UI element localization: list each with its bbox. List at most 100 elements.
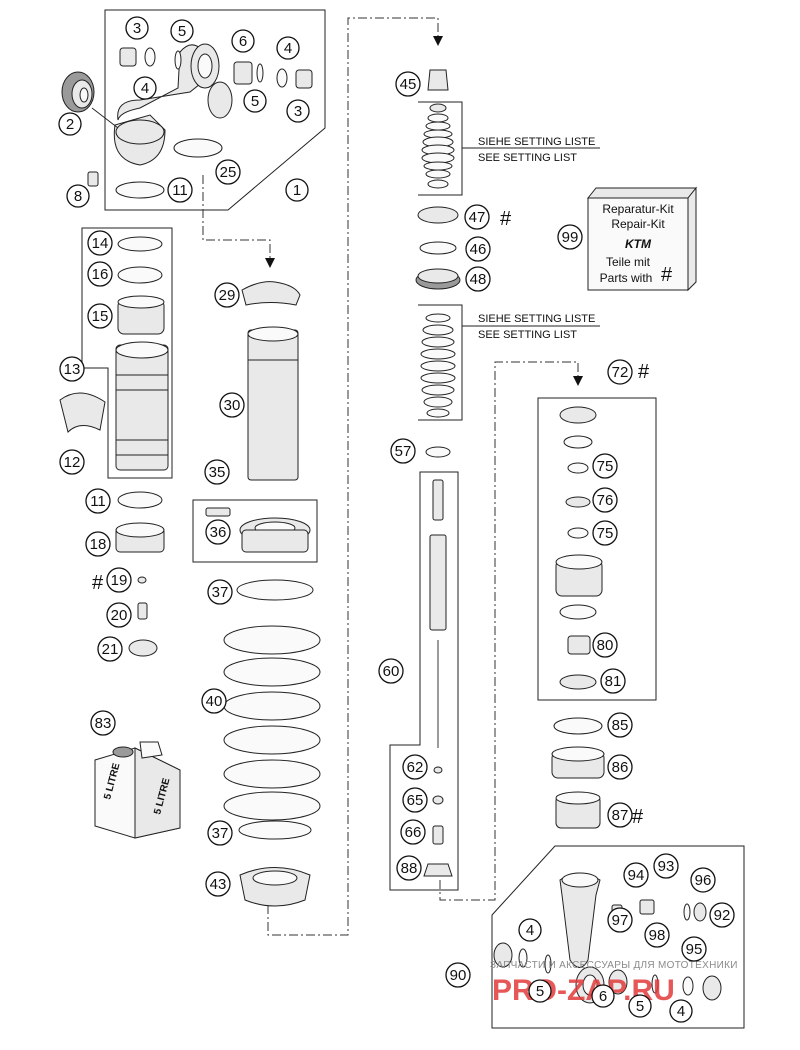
- callout-20: 20: [106, 602, 132, 628]
- callout-circle: [205, 519, 231, 545]
- callout-circle: [557, 224, 583, 250]
- callout-number: 5: [536, 983, 544, 1000]
- callout-number: 65: [407, 792, 424, 809]
- callout-number: 36: [210, 524, 227, 541]
- callout-83: 83: [90, 710, 116, 736]
- connector-main: [267, 17, 439, 936]
- callout-86: 86: [607, 754, 633, 780]
- callout-93: 93: [653, 853, 679, 879]
- callout-circle: [396, 855, 422, 881]
- callout-number: 19: [111, 572, 128, 589]
- repair-kit-brand-logo: KTM: [625, 237, 652, 251]
- callout-number: 90: [450, 967, 467, 984]
- callout-number: 3: [133, 20, 141, 37]
- callout-13: 13: [59, 356, 85, 382]
- callout-92: 92: [709, 902, 735, 928]
- repair-kit-line1: Reparatur-Kit: [602, 202, 674, 216]
- callout-number: 86: [612, 759, 629, 776]
- callout-number: 6: [239, 33, 247, 50]
- callout-number: 4: [141, 80, 149, 97]
- callout-96: 96: [690, 867, 716, 893]
- repair-kit-hash: #: [661, 264, 673, 286]
- callout-15: 15: [87, 303, 113, 329]
- callout-98: 98: [644, 922, 670, 948]
- callout-14: 14: [87, 230, 113, 256]
- callout-circle: [644, 922, 670, 948]
- callout-circle: [669, 999, 693, 1023]
- callout-number: 46: [470, 241, 487, 258]
- callout-11: 11: [85, 488, 111, 514]
- callout-36: 36: [205, 519, 231, 545]
- callout-circle: [215, 159, 241, 185]
- setting-note-upper-de: SIEHE SETTING LISTE: [478, 136, 595, 148]
- callout-6: 6: [591, 984, 615, 1008]
- callout-87: 87: [607, 802, 633, 828]
- callout-circle: [592, 487, 618, 513]
- hash-47: #: [500, 208, 512, 230]
- callout-circle: [106, 567, 132, 593]
- callout-19: 19: [106, 567, 132, 593]
- setting-note-lower-de: SIEHE SETTING LISTE: [478, 313, 595, 325]
- callout-88: 88: [396, 855, 422, 881]
- callout-number: 60: [383, 663, 400, 680]
- callout-circle: [607, 712, 633, 738]
- callout-circle: [125, 16, 149, 40]
- callout-60: 60: [378, 658, 404, 684]
- callout-12: 12: [59, 449, 85, 475]
- callout-circle: [219, 392, 245, 418]
- callout-number: 25: [220, 164, 237, 181]
- callout-number: 97: [612, 912, 629, 929]
- callout-65: 65: [402, 787, 428, 813]
- callout-number: 94: [628, 867, 645, 884]
- callout-circle: [395, 71, 421, 97]
- shim-stack-upper: [415, 69, 463, 290]
- callout-29: 29: [214, 282, 240, 308]
- callout-circle: [465, 236, 491, 262]
- group-1-small-parts: [115, 47, 313, 199]
- callout-circle: [276, 36, 300, 60]
- callout-circle: [378, 658, 404, 684]
- callout-number: 37: [212, 584, 229, 601]
- group-1-frame: [104, 9, 326, 211]
- callout-circle: [59, 356, 85, 382]
- callout-number: 4: [284, 40, 292, 57]
- callout-number: 5: [251, 93, 259, 110]
- callout-circle: [59, 449, 85, 475]
- callout-circle: [653, 853, 679, 879]
- callout-number: 6: [599, 988, 607, 1005]
- callout-80: 80: [592, 632, 618, 658]
- callout-number: 2: [66, 116, 74, 133]
- callout-circle: [243, 89, 267, 113]
- callout-number: 43: [210, 876, 227, 893]
- callout-circle: [518, 918, 542, 942]
- piston-rod: [423, 479, 453, 877]
- callout-circle: [607, 754, 633, 780]
- callout-circle: [90, 710, 116, 736]
- callout-number: 76: [597, 492, 614, 509]
- cylinder-parts: [59, 236, 169, 657]
- callout-circle: [170, 19, 194, 43]
- callout-circle: [628, 994, 652, 1018]
- callout-circle: [600, 668, 626, 694]
- repair-kit-line4: Parts with: [600, 271, 653, 285]
- callout-5: 5: [528, 979, 552, 1003]
- watermark-subtitle: ЗАПЧАСТИ И АКСЕССУАРЫ ДЛЯ МОТОТЕХНИКИ: [490, 960, 738, 971]
- repair-kit-line2: Repair-Kit: [611, 217, 665, 231]
- callout-57: 57: [390, 438, 416, 464]
- callout-5: 5: [243, 89, 267, 113]
- callout-90: 90: [445, 962, 471, 988]
- callout-circle: [592, 520, 618, 546]
- callout-number: 72: [612, 364, 629, 381]
- callout-circle: [690, 867, 716, 893]
- spring-column: [192, 281, 321, 907]
- callout-16: 16: [87, 261, 113, 287]
- callout-number: 62: [407, 759, 424, 776]
- callout-6: 6: [231, 29, 255, 53]
- arrow-3: [573, 376, 583, 386]
- callout-circle: [709, 902, 735, 928]
- shim-stack-lower: [418, 304, 463, 458]
- callout-3: 3: [286, 99, 310, 123]
- callout-circle: [85, 488, 111, 514]
